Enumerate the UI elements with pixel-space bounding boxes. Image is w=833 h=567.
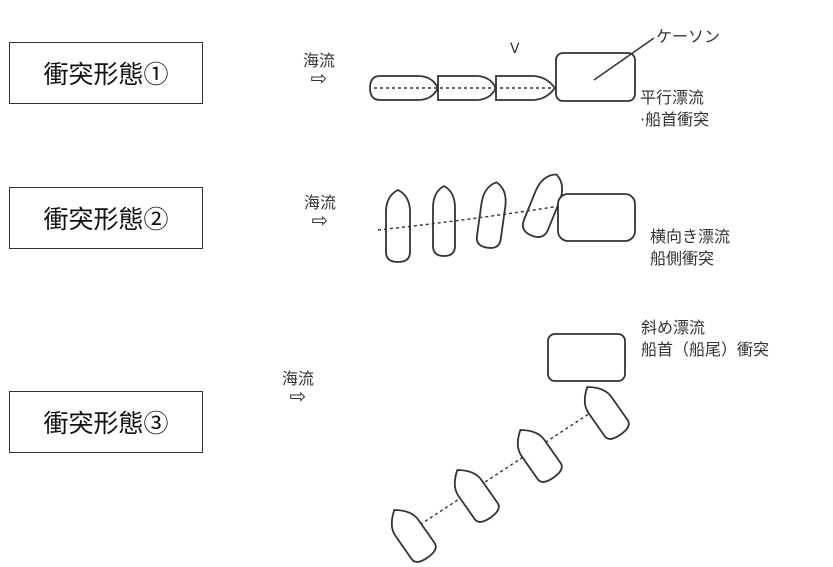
case3-line2: 船首（船尾）衝突 [641, 340, 770, 359]
caisson-label: ケーソン [656, 27, 721, 46]
v-mark: V [510, 41, 520, 57]
case1-bullet: · [640, 110, 646, 129]
caisson-leader-line [593, 37, 655, 81]
case3-centerline [414, 399, 611, 529]
case2-group [377, 173, 636, 263]
case2-ship-3 [475, 181, 507, 249]
case1-description: 平行漂流 ·船首衝突 [640, 87, 709, 131]
case3-current-indicator: 海流 ⇨ [276, 369, 320, 408]
case3-group [390, 333, 630, 563]
case3-ship-2 [516, 429, 563, 483]
case1-current-label: 海流 [302, 51, 335, 70]
case3-ship-1 [583, 386, 630, 440]
collision-form-3-label: 衝突形態③ [9, 391, 203, 453]
case2-centerline [377, 205, 561, 231]
case3-current-label: 海流 [281, 369, 314, 388]
case1-line1: 平行漂流 [640, 88, 705, 107]
case3-ship-4 [390, 509, 437, 563]
case1-current-indicator: 海流 ⇨ [297, 51, 341, 90]
case2-current-indicator: 海流 ⇨ [298, 193, 342, 232]
case1-current-arrow-icon: ⇨ [310, 66, 328, 90]
case3-line1: 斜め漂流 [641, 318, 706, 337]
collision-form-1-text: 衝突形態① [43, 60, 169, 89]
case2-ship-1 [385, 188, 411, 263]
collision-form-2-text: 衝突形態② [43, 205, 169, 234]
case2-caisson [557, 193, 636, 242]
case2-line1: 横向き漂流 [650, 227, 731, 246]
collision-form-2-label: 衝突形態② [9, 187, 203, 249]
case2-ship-2 [432, 184, 456, 257]
case1-line2: 船首衝突 [645, 110, 710, 129]
case2-description: 横向き漂流 船側衝突 [650, 226, 730, 270]
case3-ship-3 [453, 469, 500, 523]
case1-group [369, 37, 655, 102]
collision-form-3-text: 衝突形態③ [43, 409, 169, 438]
case3-caisson [547, 333, 626, 382]
case2-current-label: 海流 [303, 193, 336, 212]
case3-description: 斜め漂流 船首（船尾）衝突 [641, 317, 769, 361]
case3-current-arrow-icon: ⇨ [289, 384, 307, 408]
case2-current-arrow-icon: ⇨ [311, 208, 329, 232]
collision-form-1-label: 衝突形態① [9, 42, 203, 104]
case2-line2: 船側衝突 [650, 249, 715, 268]
case2-ship-4 [521, 173, 564, 238]
